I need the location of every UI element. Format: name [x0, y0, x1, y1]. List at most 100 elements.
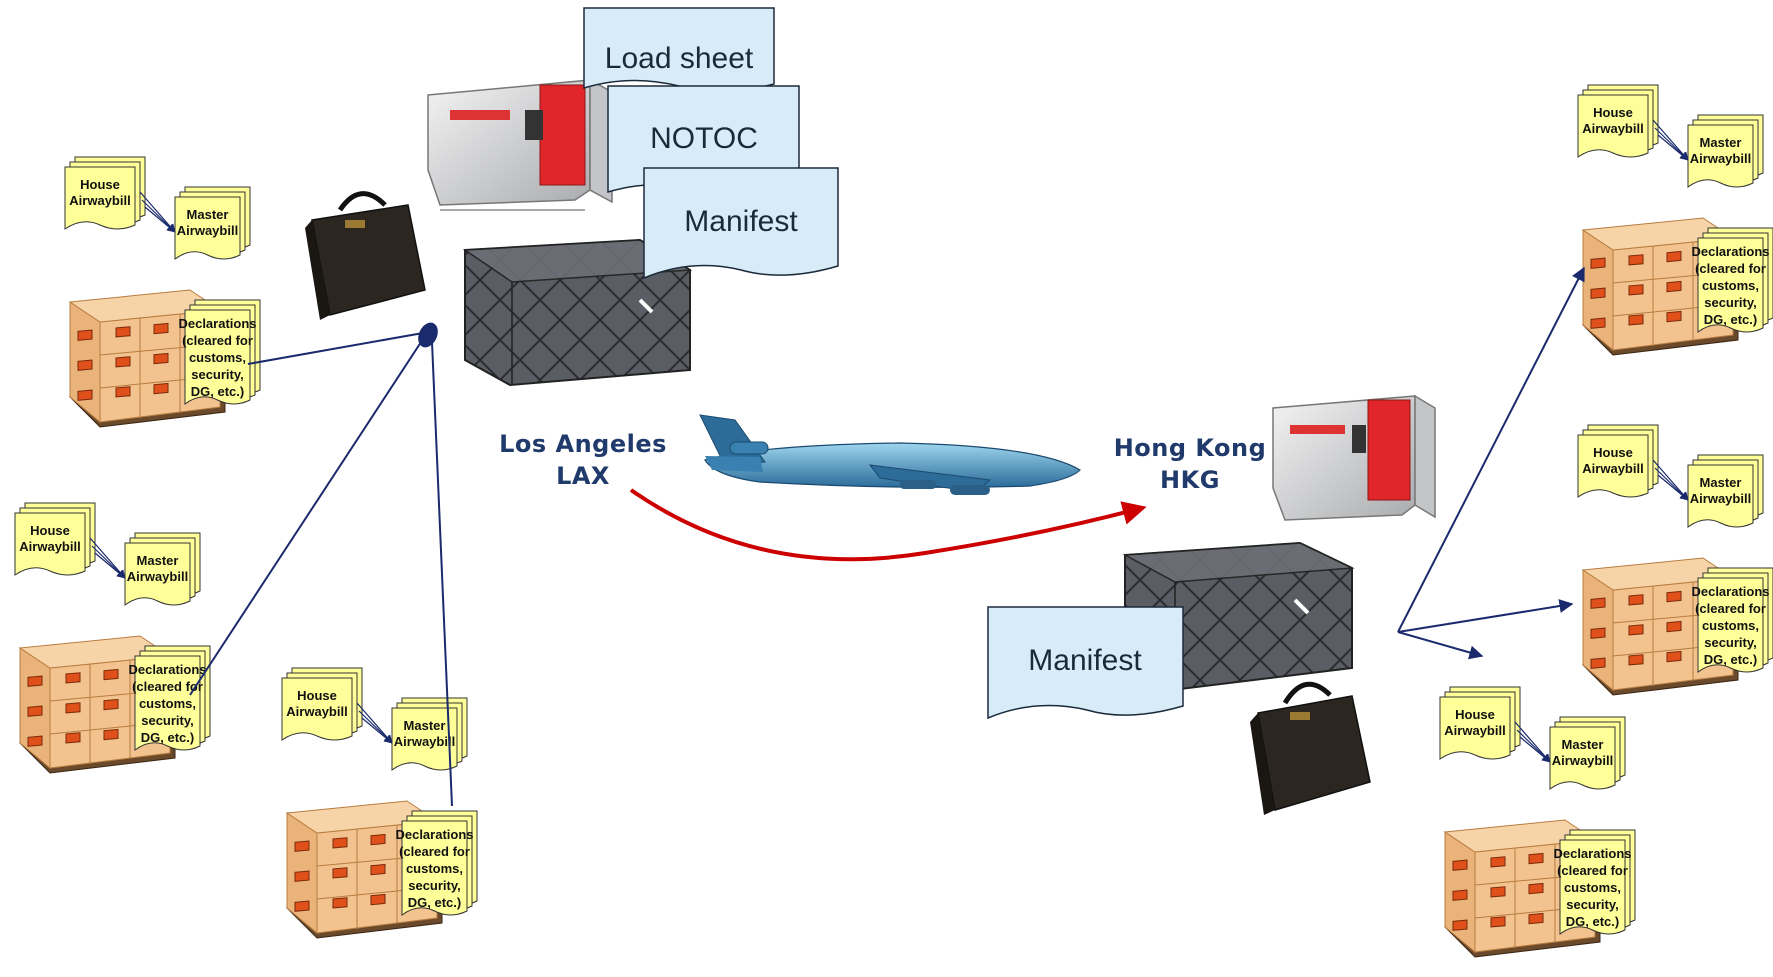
- declaration-label: (cleared for: [182, 333, 253, 348]
- load-sheet-label: Load sheet: [605, 42, 754, 75]
- master-airwaybill-label: Master: [187, 207, 229, 222]
- declaration-label: DG, etc.): [1704, 312, 1757, 327]
- declaration-label: security,: [191, 367, 244, 382]
- declaration-label: Declarations: [1691, 584, 1769, 599]
- house-airwaybill-label: Airwaybill: [1582, 461, 1643, 476]
- house-airwaybill-label: House: [1593, 445, 1633, 460]
- doc-link-arrows: [1652, 459, 1689, 501]
- house-airwaybill-label: Airwaybill: [19, 539, 80, 554]
- flight-route-arrow: [629, 488, 1147, 562]
- master-airwaybill-label: Master: [1562, 737, 1604, 752]
- uld-container-destination: [1272, 394, 1436, 521]
- doc-link-arrows: [1514, 721, 1551, 763]
- house-airwaybill-label: Airwaybill: [286, 704, 347, 719]
- declaration-label: security,: [1566, 897, 1619, 912]
- origin-consolidation-lines: [189, 332, 453, 807]
- declaration-label: (cleared for: [1695, 261, 1766, 276]
- declaration-label: (cleared for: [132, 679, 203, 694]
- declarations-doc: Declarations (cleared for customs, security…: [1691, 227, 1773, 333]
- manifest-doc-origin: Manifest: [643, 167, 839, 280]
- house-airwaybill-label: House: [30, 523, 70, 538]
- declaration-label: security,: [1704, 635, 1757, 650]
- master-airwaybill-label: Master: [1700, 475, 1742, 490]
- declaration-label: Declarations: [128, 662, 206, 677]
- master-airwaybill-label: Master: [404, 718, 446, 733]
- house-airwaybill-label: Airwaybill: [1582, 121, 1643, 136]
- shipment-group: HouseAirwaybillMasterAirwaybillDeclarati…: [281, 667, 478, 939]
- declaration-label: security,: [408, 878, 461, 893]
- declaration-label: security,: [1704, 295, 1757, 310]
- declaration-label: customs,: [1564, 880, 1621, 895]
- consolidation-node-icon: [418, 322, 438, 348]
- destination-city: Hong Kong: [1114, 434, 1267, 462]
- declaration-label: customs,: [1702, 278, 1759, 293]
- destination-code: HKG: [1160, 466, 1220, 494]
- master-airwaybill-label: Airwaybill: [1552, 753, 1613, 768]
- house-airwaybill-label: Airwaybill: [1444, 723, 1505, 738]
- declaration-label: DG, etc.): [191, 384, 244, 399]
- declaration-label: DG, etc.): [408, 895, 461, 910]
- declaration-label: DG, etc.): [1704, 652, 1757, 667]
- declaration-label: DG, etc.): [141, 730, 194, 745]
- master-airwaybill-label: Airwaybill: [1690, 491, 1751, 506]
- master-airwaybill-label: Airwaybill: [177, 223, 238, 238]
- house-airwaybill-label: House: [297, 688, 337, 703]
- declarations-doc: Declarations (cleared for customs, security…: [1691, 567, 1773, 673]
- manifest-origin-label: Manifest: [684, 205, 798, 238]
- master-airwaybill-label: Airwaybill: [394, 734, 455, 749]
- destination-distribution-lines: [1397, 266, 1585, 660]
- declaration-label: customs,: [139, 696, 196, 711]
- declarations-doc: Declarations (cleared for customs, security…: [178, 299, 261, 405]
- netted-pallet-origin: [462, 238, 693, 387]
- doc-link-arrows: [356, 702, 393, 744]
- airplane-icon: [699, 414, 1081, 495]
- master-airwaybill-label: Airwaybill: [1690, 151, 1751, 166]
- shipment-group: HouseAirwaybillMasterAirwaybillDeclarati…: [1577, 84, 1773, 356]
- declaration-label: (cleared for: [1695, 601, 1766, 616]
- master-airwaybill-label: Airwaybill: [127, 569, 188, 584]
- declarations-doc: Declarations (cleared for customs, security…: [128, 645, 211, 751]
- master-airwaybill-label: Master: [137, 553, 179, 568]
- declaration-label: customs,: [189, 350, 246, 365]
- declaration-label: Declarations: [178, 316, 256, 331]
- shipment-group: HouseAirwaybillMasterAirwaybillDeclarati…: [14, 502, 211, 774]
- doc-link-arrows: [1652, 119, 1689, 161]
- manifest-doc-destination: Manifest: [987, 606, 1184, 720]
- declaration-label: Declarations: [1553, 846, 1631, 861]
- shipment-group: HouseAirwaybillMasterAirwaybillDeclarati…: [1439, 686, 1636, 958]
- origin-city: Los Angeles: [499, 430, 667, 458]
- declaration-label: Declarations: [1691, 244, 1769, 259]
- mail-bag-destination: [1250, 681, 1371, 815]
- manifest-destination-label: Manifest: [1028, 644, 1142, 677]
- netted-pallet-destination: [1122, 541, 1355, 692]
- master-airwaybill-label: Master: [1700, 135, 1742, 150]
- uld-container-origin: [427, 78, 613, 211]
- house-airwaybill-label: House: [80, 177, 120, 192]
- declaration-label: (cleared for: [1557, 863, 1628, 878]
- origin-code: LAX: [556, 462, 610, 490]
- shipment-group: HouseAirwaybillMasterAirwaybillDeclarati…: [1577, 424, 1773, 696]
- shipment-group: HouseAirwaybillMasterAirwaybillDeclarati…: [64, 156, 261, 428]
- load-sheet-doc: Load sheet: [583, 7, 775, 93]
- declaration-label: security,: [141, 713, 194, 728]
- declaration-label: customs,: [1702, 618, 1759, 633]
- declaration-label: DG, etc.): [1566, 914, 1619, 929]
- house-airwaybill-label: House: [1593, 105, 1633, 120]
- doc-link-arrows: [89, 537, 126, 579]
- declarations-doc: Declarations (cleared for customs, security…: [1553, 829, 1636, 935]
- declaration-label: Declarations: [395, 827, 473, 842]
- declarations-doc: Declarations(cleared forcustoms,security…: [395, 810, 478, 916]
- house-airwaybill-label: Airwaybill: [69, 193, 130, 208]
